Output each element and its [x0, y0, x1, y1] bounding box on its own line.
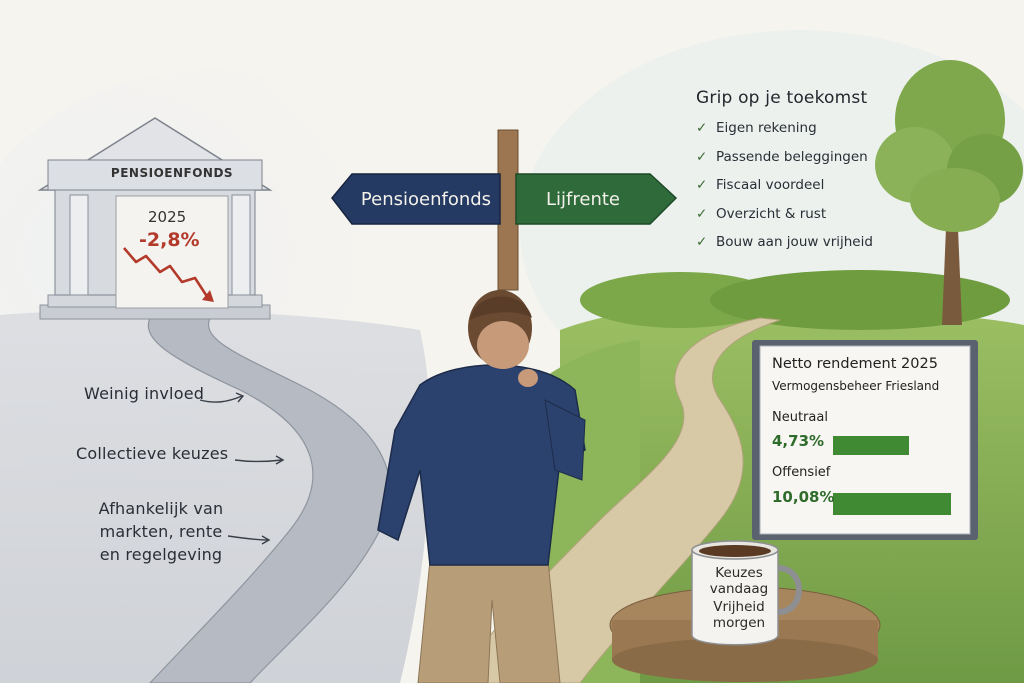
check-icon: ✓	[696, 120, 708, 136]
row-label-neutraal: Neutraal	[772, 410, 828, 425]
check-icon: ✓	[696, 148, 708, 165]
tree-icon	[875, 60, 1023, 325]
list-item: ✓Passende beleggingen	[696, 143, 873, 172]
arrow-icon	[199, 392, 285, 545]
sign-left-label: Pensioenfonds	[360, 189, 492, 210]
list-item: ✓Bouw aan jouw vrijheid	[696, 228, 873, 257]
pension-building	[37, 117, 273, 320]
list-item: ✓Overzicht & rust	[696, 200, 873, 229]
building-return: -2,8%	[139, 229, 200, 251]
benefits-list: Grip op je toekomst ✓Eigen rekening ✓Pas…	[696, 88, 873, 257]
row-value-neutraal: 4,73%	[772, 432, 825, 450]
gray-road	[147, 317, 391, 683]
check-icon: ✓	[696, 205, 708, 222]
signpost-icon	[331, 129, 678, 291]
mug-text: Keuzes vandaag Vrijheid morgen	[709, 565, 769, 631]
benefits-title: Grip op je toekomst	[696, 88, 868, 108]
check-icon: ✓	[696, 234, 708, 250]
building-year: 2025	[148, 208, 187, 226]
row-value-offensief: 10,08%	[772, 488, 835, 506]
returns-board	[752, 340, 978, 540]
note-collective: Collectieve keuzes	[76, 444, 229, 463]
building-name: PENSIOENFONDS	[110, 166, 234, 180]
row-label-offensief: Offensief	[772, 465, 831, 480]
list-item: ✓Fiscaal voordeel	[696, 171, 873, 200]
board-subtitle: Vermogensbeheer Friesland	[772, 379, 940, 393]
person-figure	[377, 290, 586, 683]
list-item: ✓Eigen rekening	[696, 114, 873, 143]
mug-icon	[691, 540, 802, 646]
bar-offensief	[833, 493, 951, 515]
note-influence: Weinig invloed	[84, 384, 205, 403]
note-dependent: Afhankelijk van markten, rente en regelg…	[98, 499, 224, 564]
sign-right-label: Lijfrente	[546, 189, 620, 210]
down-trend-icon	[123, 247, 214, 302]
check-icon: ✓	[696, 177, 708, 193]
bar-neutraal	[833, 436, 909, 455]
board-title: Netto rendement 2025	[772, 356, 938, 372]
